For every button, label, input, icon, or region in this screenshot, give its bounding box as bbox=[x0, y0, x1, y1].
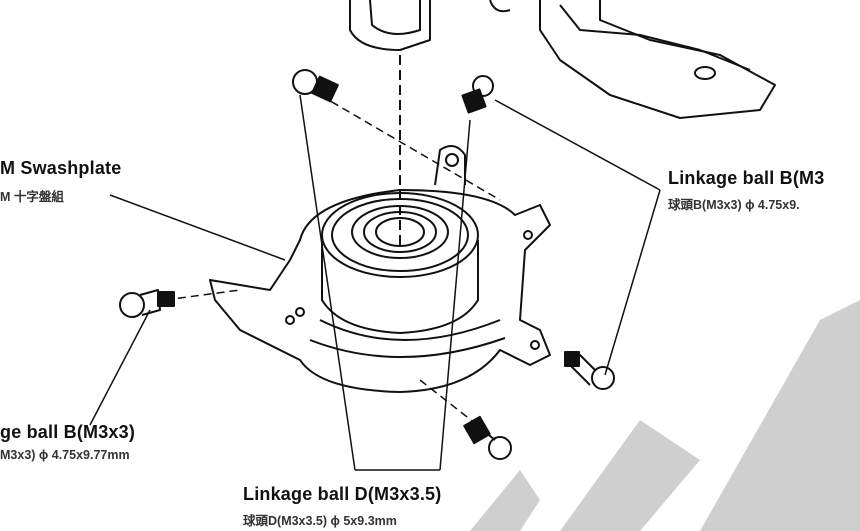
linkage-ball-left bbox=[119, 289, 175, 318]
ball-b-right-sublabel: 球頭B(M3x3) ϕ 4.75x9. bbox=[668, 198, 800, 212]
swashplate-sublabel: M 十字盤組 bbox=[0, 190, 64, 204]
ball-d-label: Linkage ball D(M3x3.5) bbox=[243, 484, 442, 504]
ball-b-right-label: Linkage ball B(M3 bbox=[668, 168, 825, 188]
swashplate-part bbox=[209, 145, 551, 393]
linkage-ball-top-left bbox=[292, 69, 339, 103]
swashplate-label: M Swashplate bbox=[0, 158, 122, 178]
servo-part bbox=[349, 0, 776, 119]
watermark bbox=[470, 300, 860, 531]
linkage-ball-right bbox=[564, 351, 615, 390]
ball-d-sublabel: 球頭D(M3x3.5) ϕ 5x9.3mm bbox=[243, 514, 397, 528]
ball-b-left-label: ge ball B(M3x3) bbox=[0, 422, 136, 442]
ball-b-left-sublabel: M3x3) ϕ 4.75x9.77mm bbox=[0, 448, 130, 462]
linkage-ball-top-right bbox=[461, 75, 494, 114]
linkage-ball-bottom bbox=[463, 415, 512, 460]
